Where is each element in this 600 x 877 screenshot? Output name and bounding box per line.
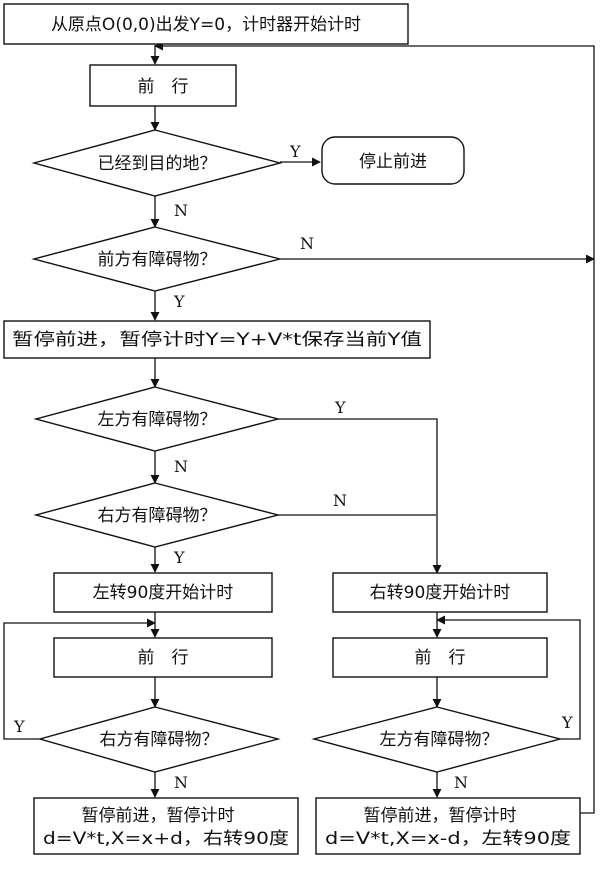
decision-left-label: 左方有障碍物？	[98, 410, 217, 430]
decision-arrived: 已经到目的地？	[31, 129, 283, 197]
edge-left-yes-turnright	[278, 418, 442, 574]
node-forward-left: 前 行	[53, 637, 273, 678]
edge-return-loop	[154, 41, 595, 814]
node-turn-right: 右转90度开始计时	[332, 572, 548, 613]
node-turn-left-label: 左转90度开始计时	[93, 583, 234, 603]
decision-right: 右方有障碍物？	[33, 482, 281, 548]
decision-right-2-label: 右方有障碍物？	[100, 730, 219, 750]
node-forward-1: 前 行	[89, 64, 237, 107]
label-front-no: N	[300, 234, 314, 253]
node-left-result-line1: 暂停前进，暂停计时	[82, 806, 235, 826]
node-stop-label: 停止前进	[359, 152, 427, 172]
label-front-yes: Y	[173, 292, 185, 311]
edge-checkleft2-loop	[436, 615, 581, 740]
node-start-label: 从原点O(0,0)出发Y=0，计时器开始计时	[51, 15, 361, 35]
decision-front: 前方有障碍物？	[31, 226, 281, 292]
node-forward-right-label: 前 行	[415, 648, 466, 668]
label-right-no: N	[333, 491, 347, 510]
label-arrived-yes: Y	[289, 142, 301, 161]
decision-right-2: 右方有障碍物？	[37, 706, 281, 773]
label-left-yes: Y	[334, 398, 346, 417]
node-forward-1-label: 前 行	[138, 77, 189, 97]
decision-left-2-label: 左方有障碍物？	[380, 730, 499, 750]
label-left2-no: N	[454, 773, 468, 792]
node-pause-save-label: 暂停前进，暂停计时Y=Y+V*t保存当前Y值	[12, 330, 422, 350]
node-turn-left: 左转90度开始计时	[53, 572, 273, 613]
node-right-result: 暂停前进，暂停计时 d=V*t,X=x-d，左转90度	[315, 797, 581, 855]
label-left-no: N	[174, 457, 188, 476]
node-stop: 停止前进	[321, 136, 465, 185]
label-right2-yes: Y	[13, 717, 25, 736]
node-turn-right-label: 右转90度开始计时	[370, 583, 511, 603]
label-left2-yes: Y	[561, 713, 573, 732]
label-right2-no: N	[174, 773, 188, 792]
node-left-result-line2: d=V*t,X=x+d，右转90度	[43, 829, 289, 849]
edge-labels: Y N N Y Y N N Y Y N Y N	[13, 142, 573, 792]
label-right-yes: Y	[173, 548, 185, 567]
decision-front-label: 前方有障碍物？	[98, 250, 217, 270]
decision-left: 左方有障碍物？	[33, 386, 281, 452]
node-forward-left-label: 前 行	[138, 648, 189, 668]
edge-checkright2-loop	[3, 618, 156, 740]
node-forward-right: 前 行	[332, 637, 548, 678]
edges	[3, 41, 595, 814]
decision-arrived-label: 已经到目的地？	[98, 154, 217, 174]
node-pause-save: 暂停前进，暂停计时Y=Y+V*t保存当前Y值	[3, 320, 431, 359]
node-start: 从原点O(0,0)出发Y=0，计时器开始计时	[3, 3, 409, 45]
decision-right-label: 右方有障碍物？	[98, 506, 217, 526]
node-right-result-line2: d=V*t,X=x-d，左转90度	[325, 829, 571, 849]
node-right-result-line1: 暂停前进，暂停计时	[364, 806, 517, 826]
label-arrived-no: N	[174, 201, 188, 220]
decision-left-2: 左方有障碍物？	[311, 706, 563, 773]
node-left-result: 暂停前进，暂停计时 d=V*t,X=x+d，右转90度	[33, 797, 299, 855]
